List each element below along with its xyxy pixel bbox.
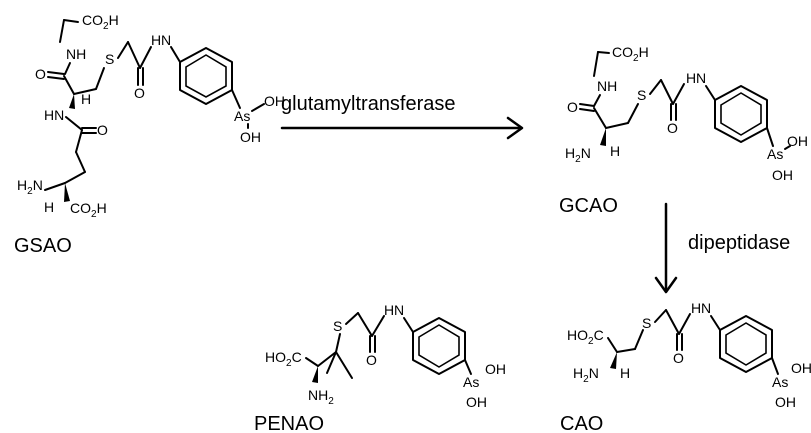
gsao-h2n: H2N bbox=[17, 177, 43, 197]
gcao-nh: NH bbox=[597, 78, 617, 94]
gcao-oh-2: OH bbox=[772, 167, 793, 183]
gcao-n: N bbox=[696, 70, 706, 86]
cao-h: H bbox=[691, 300, 701, 316]
cao-o: O bbox=[673, 350, 684, 366]
cao-as: As bbox=[772, 374, 788, 390]
penao-o: O bbox=[366, 352, 377, 368]
gcao-o-2: O bbox=[667, 120, 678, 136]
penao-h: H bbox=[384, 302, 394, 318]
enzyme-glutamyltransferase: glutamyltransferase bbox=[281, 93, 456, 115]
gcao-oh-1: OH bbox=[787, 133, 808, 149]
gsao-h-bottom: H bbox=[44, 199, 54, 215]
penao-as: As bbox=[463, 374, 479, 390]
cao-h-alpha: H bbox=[620, 365, 630, 381]
gcao-co2h: CO2H bbox=[612, 44, 649, 64]
gsao-co2h-bottom: CO2H bbox=[70, 200, 107, 220]
gsao-co2h-top: CO2H bbox=[82, 12, 119, 32]
cao-oh-1: OH bbox=[791, 360, 811, 376]
gsao-oh-1: OH bbox=[264, 93, 285, 109]
gsao-as: As bbox=[234, 108, 250, 124]
gcao-h-alpha: H bbox=[610, 143, 620, 159]
cao-structure: HO2C S O H N As OH OH H2N H bbox=[567, 300, 811, 410]
penao-oh-1: OH bbox=[485, 361, 506, 377]
gcao-h: H bbox=[686, 70, 696, 86]
gcao-structure: CO2H NH O S O H N As OH OH H2N H bbox=[565, 44, 808, 183]
gcao-o-1: O bbox=[567, 99, 578, 115]
penao-n: N bbox=[394, 302, 404, 318]
gsao-o-2: O bbox=[134, 85, 145, 101]
gsao-hn: HN bbox=[44, 107, 64, 123]
cao-s: S bbox=[642, 315, 651, 331]
gsao-h-amide: H bbox=[151, 32, 161, 48]
penao-structure: HO2C S O H N As OH OH NH2 bbox=[265, 302, 506, 410]
arrow-right-head bbox=[506, 116, 524, 140]
cao-oh-2: OH bbox=[775, 394, 796, 410]
gsao-oh-2: OH bbox=[240, 129, 261, 145]
gsao-nh-1: NH bbox=[66, 46, 86, 62]
cao-h2n: H2N bbox=[573, 365, 599, 385]
gcao-label: GCAO bbox=[559, 195, 618, 217]
cao-n: N bbox=[701, 300, 711, 316]
gsao-o-3: O bbox=[97, 122, 108, 138]
gcao-as: As bbox=[767, 146, 783, 162]
gsao-structure: CO2H NH O S O H N As OH OH H HN bbox=[17, 12, 285, 220]
gsao-h-alpha: H bbox=[81, 91, 91, 107]
penao-ho2c: HO2C bbox=[265, 349, 302, 369]
gsao-label: GSAO bbox=[14, 235, 72, 257]
gsao-n-amide: N bbox=[161, 32, 171, 48]
penao-nh2: NH2 bbox=[308, 387, 334, 407]
penao-s: S bbox=[333, 318, 342, 334]
cao-label: CAO bbox=[560, 413, 603, 433]
cao-ho2c: HO2C bbox=[567, 327, 604, 347]
gsao-o-1: O bbox=[35, 66, 46, 82]
gcao-s: S bbox=[637, 87, 646, 103]
penao-label: PENAO bbox=[254, 413, 324, 433]
enzyme-dipeptidase: dipeptidase bbox=[688, 232, 790, 254]
penao-oh-2: OH bbox=[466, 394, 487, 410]
gcao-h2n: H2N bbox=[565, 145, 591, 165]
arrow-down-head bbox=[654, 276, 678, 294]
gsao-s: S bbox=[105, 51, 114, 67]
